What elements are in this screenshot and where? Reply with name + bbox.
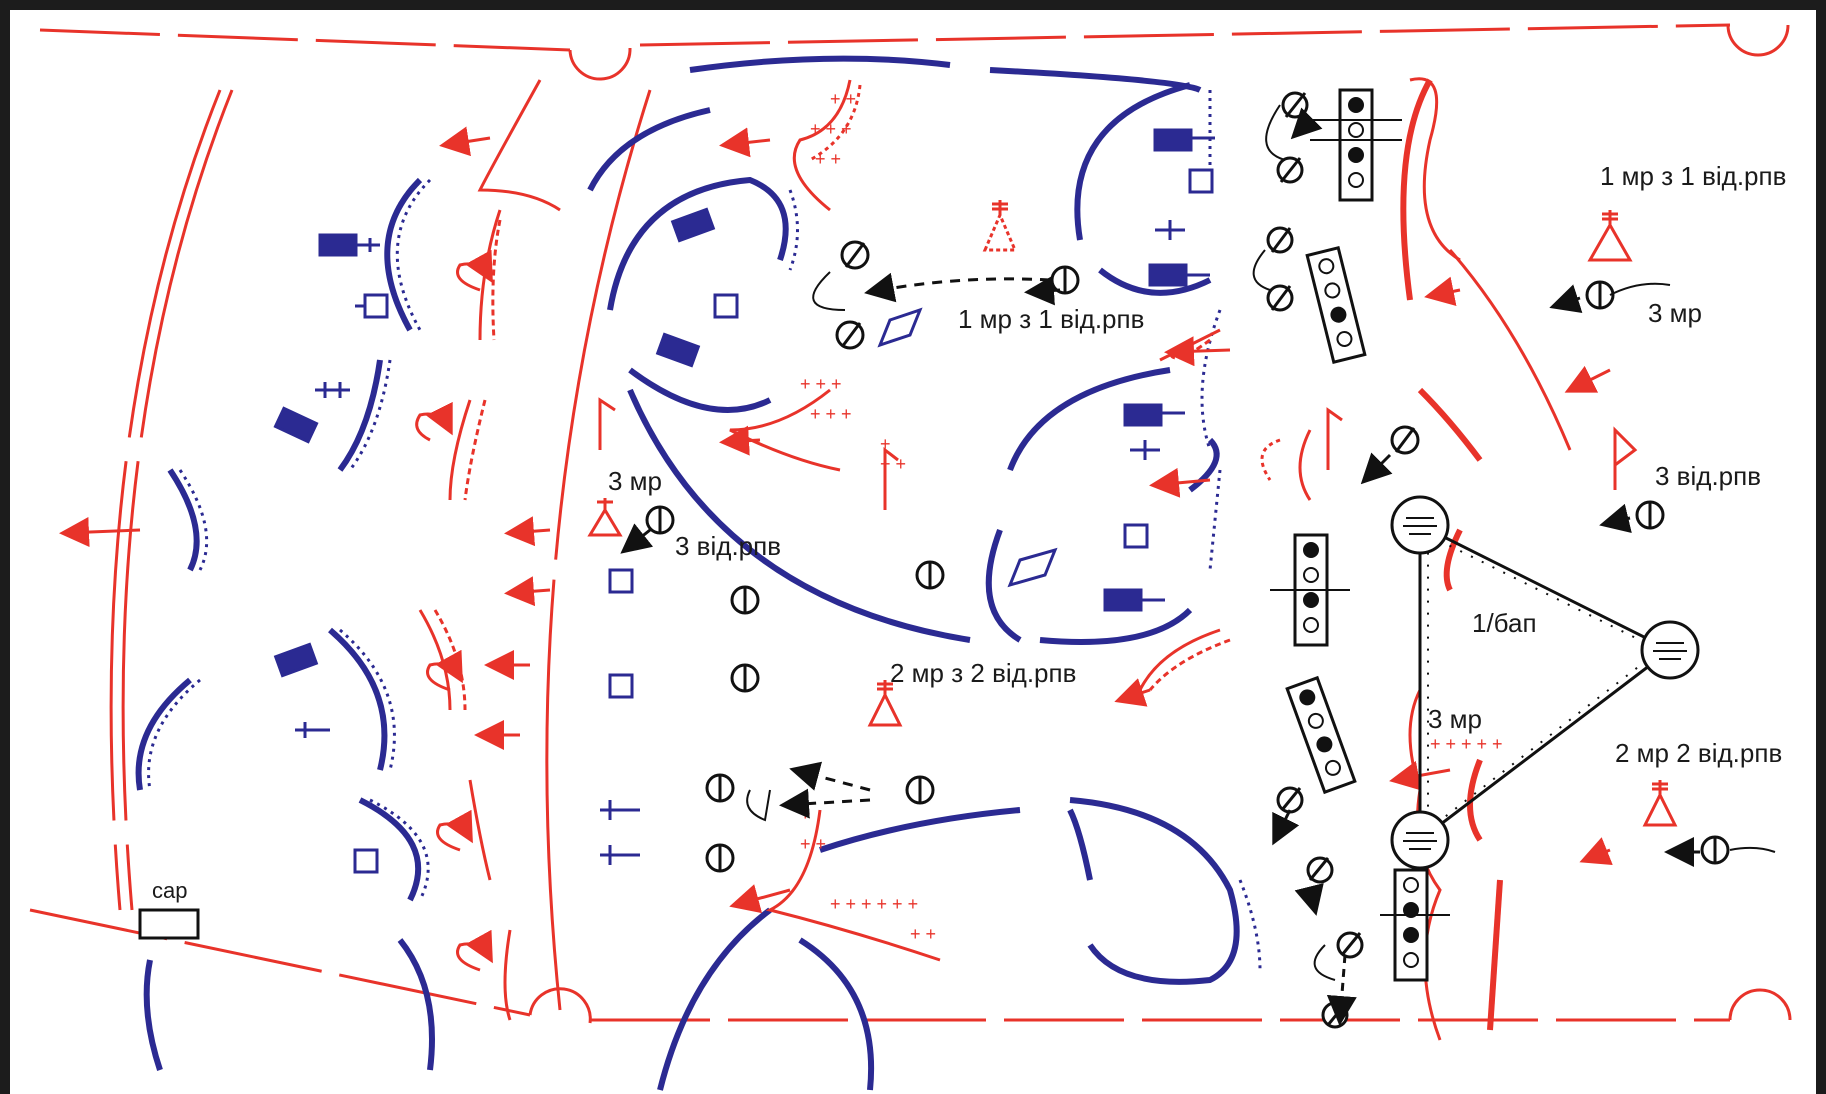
neutral-movement-arrows: [625, 120, 1700, 1020]
svg-text:+ +: + +: [910, 924, 936, 944]
svg-text:+ + + + + +: + + + + + +: [830, 894, 918, 914]
label-sap: сар: [152, 878, 187, 903]
label-mr3-c: 3 мр: [1428, 704, 1482, 734]
svg-text:+ +: + +: [815, 149, 841, 169]
engineer-icon: [140, 910, 198, 938]
label-bap: 1/бап: [1472, 608, 1537, 638]
label-rpv3-b: 3 від.рпв: [675, 531, 781, 561]
label-mr2-rpv2-a: 2 мр з 2 від.рпв: [890, 658, 1076, 688]
map-labels: 1 мр з 1 від.рпв 1 мр з 1 від.рпв 3 мр 3…: [152, 161, 1786, 903]
flag-icon: [590, 200, 1675, 825]
neutral-units: [647, 93, 1728, 1027]
svg-text:+ + + + +: + + + + +: [1430, 734, 1503, 754]
map-canvas: + + + + + + + + + + + + + + + + + + + + + + …: [10, 10, 1816, 1094]
label-rpv3-a: 3 від.рпв: [1655, 461, 1761, 491]
svg-text:+: +: [800, 804, 811, 824]
svg-text:+ + +: + + +: [810, 404, 852, 424]
boundary-lines: [30, 25, 1790, 1023]
friendly-positions: [139, 59, 1237, 1090]
label-rpv1-a: 1 мр з 1 від.рпв: [1600, 161, 1786, 191]
label-mr3-a: 3 мр: [1648, 298, 1702, 328]
neutral-unit-bars: [660, 93, 1715, 1025]
unit-links: [747, 105, 1775, 980]
label-mr3-b: 3 мр: [608, 466, 662, 496]
tactical-map: + + + + + + + + + + + + + + + + + + + + + + …: [10, 10, 1816, 1094]
svg-text:+ +: + +: [800, 834, 826, 854]
svg-text:+ +: + +: [830, 89, 856, 109]
label-rpv1-b: 1 мр з 1 від.рпв: [958, 304, 1144, 334]
label-mr2-rpv2-b: 2 мр 2 від.рпв: [1615, 738, 1782, 768]
svg-text:+ + +: + + +: [800, 374, 842, 394]
svg-text:+ + +: + + +: [810, 119, 852, 139]
